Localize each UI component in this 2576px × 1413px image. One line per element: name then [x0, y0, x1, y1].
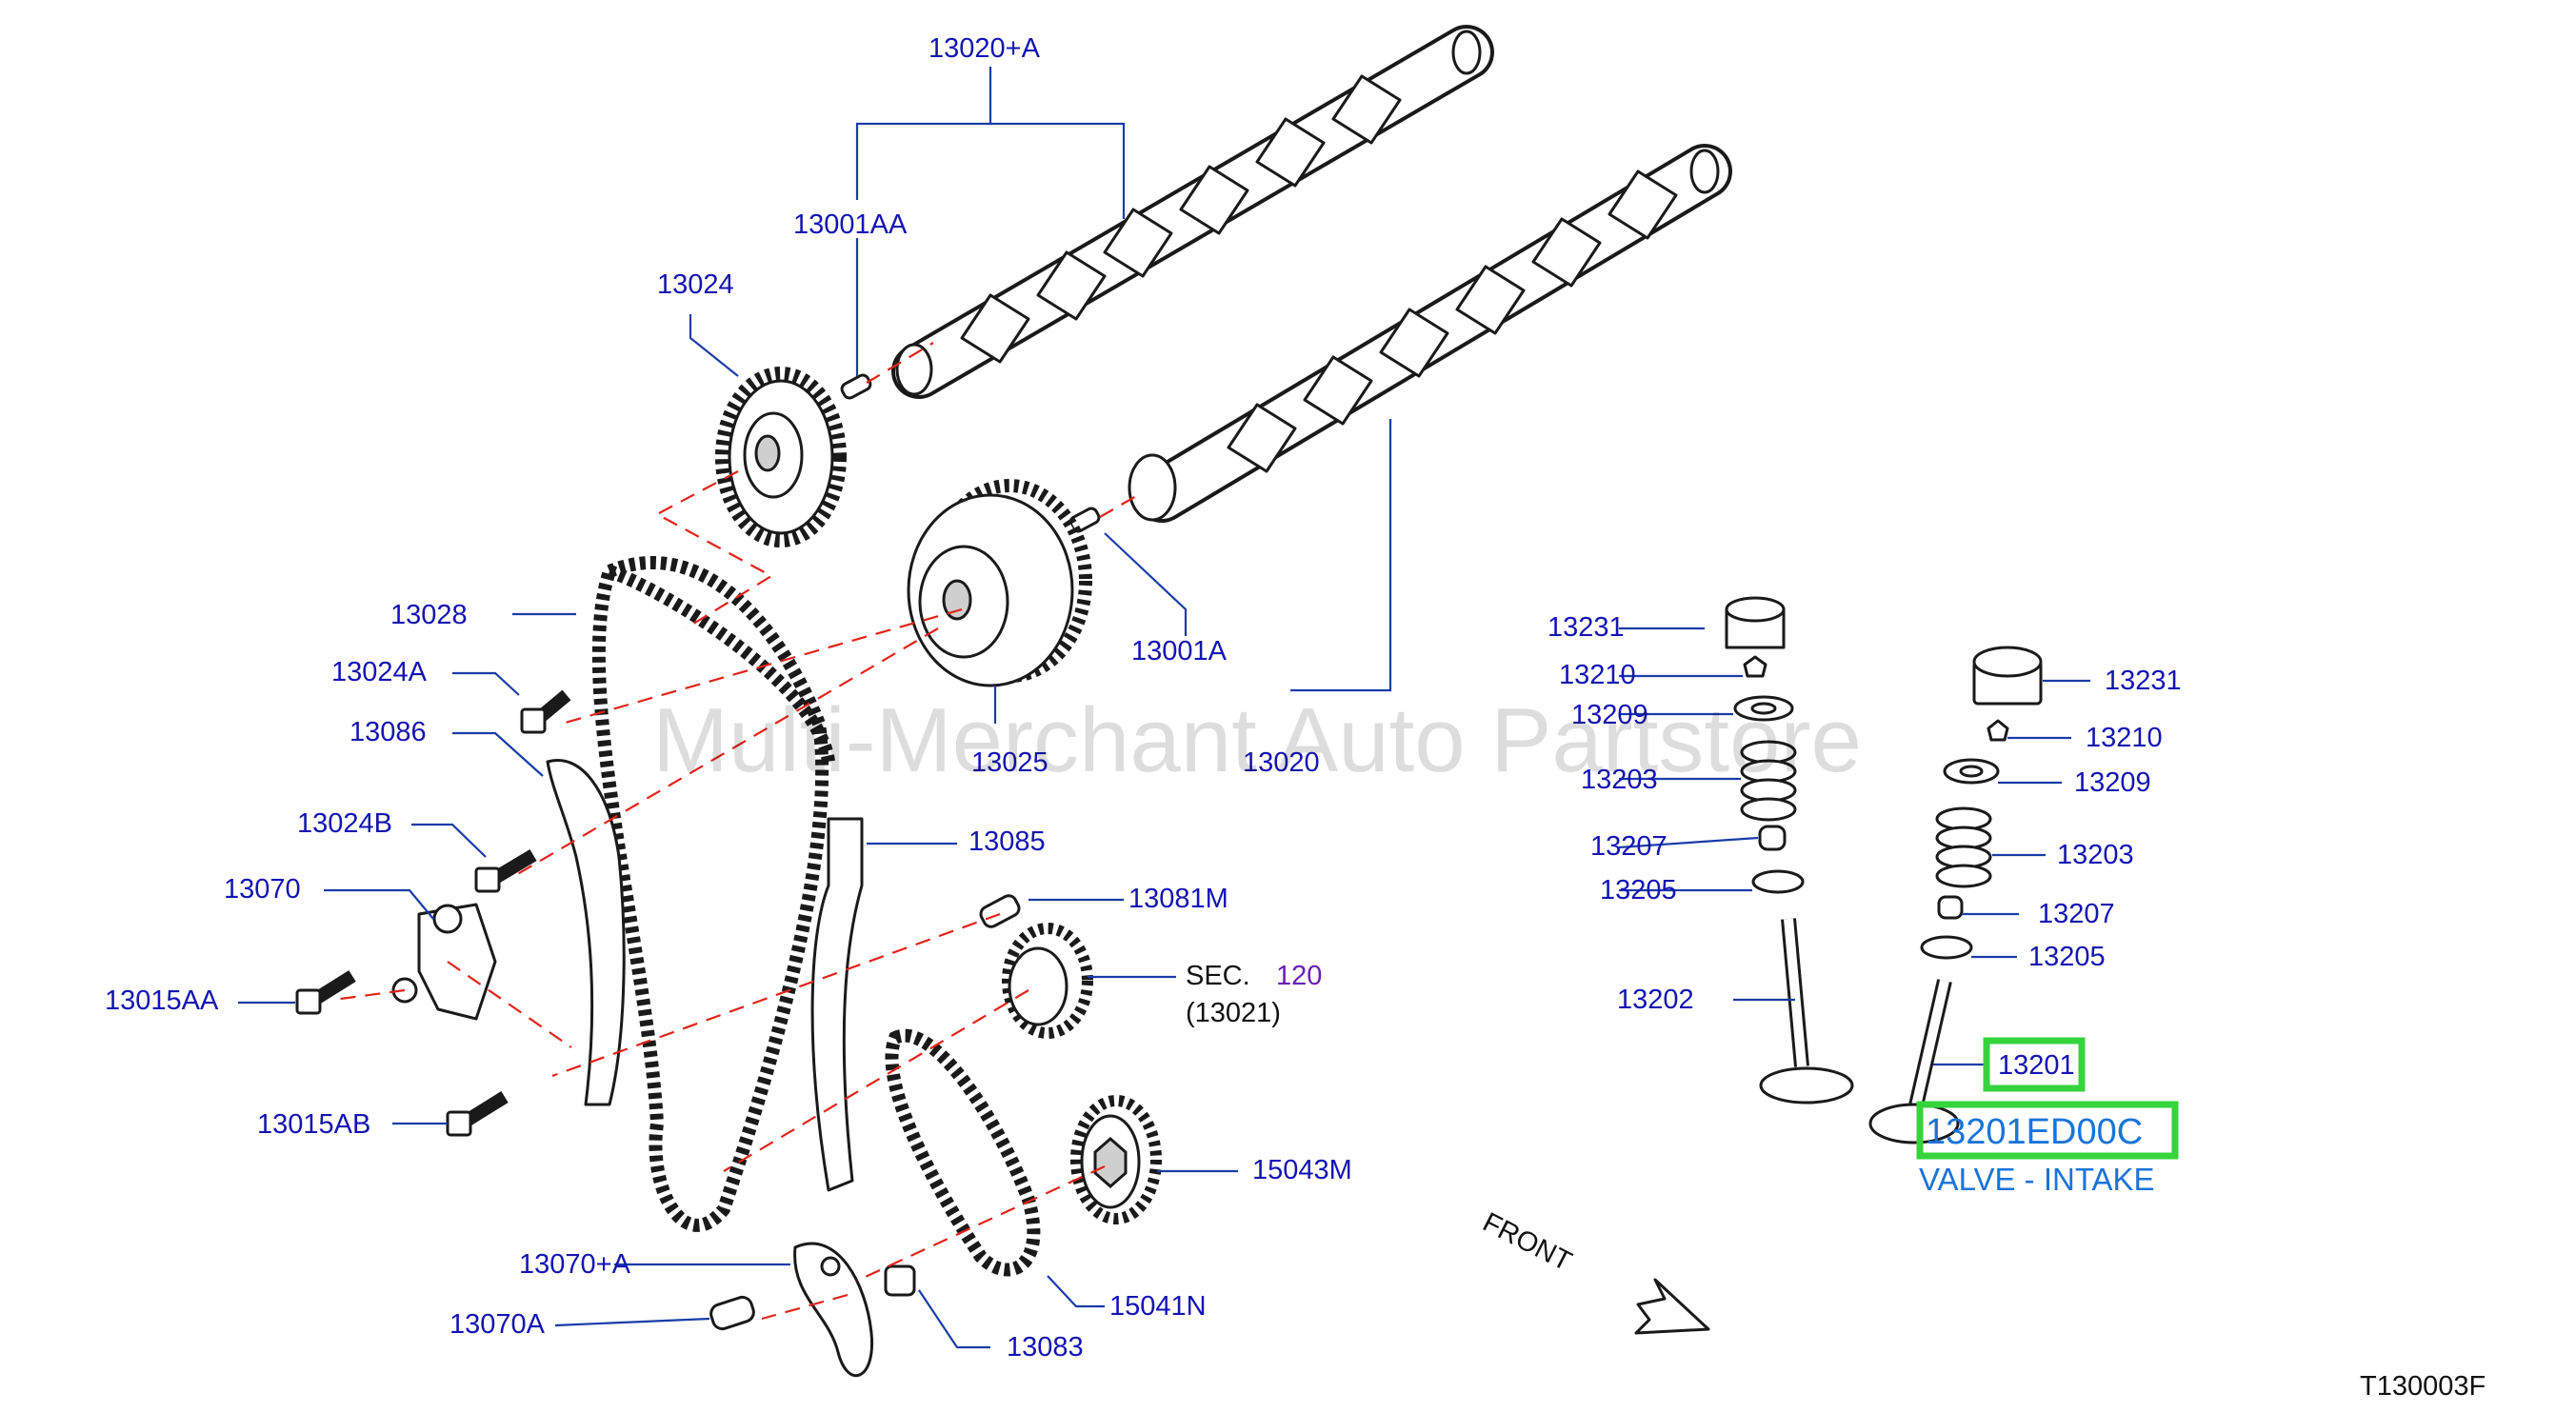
- label-13210-exhaust[interactable]: 13210: [1559, 660, 1636, 690]
- pin-13081m[interactable]: [978, 893, 1022, 929]
- highlight-13201[interactable]: 13201: [1983, 1037, 2086, 1092]
- label-13070A[interactable]: 13070A: [449, 1309, 546, 1340]
- watermark: Multi-Merchant Auto Partstore: [652, 689, 1862, 791]
- front-arrow-icon: [1634, 1278, 1710, 1335]
- label-13202[interactable]: 13202: [1617, 985, 1694, 1015]
- label-13203-exhaust[interactable]: 13203: [1581, 765, 1658, 795]
- label-13209-exhaust[interactable]: 13209: [1571, 700, 1648, 730]
- tensioner-arm-13070plusa[interactable]: [793, 1242, 874, 1378]
- label-13203-intake[interactable]: 13203: [2057, 840, 2134, 870]
- bolt-13083[interactable]: [884, 1264, 916, 1297]
- highlight-description: VALVE - INTAKE: [1919, 1162, 2155, 1197]
- oil-pump-sprocket-15043m[interactable]: [1070, 1095, 1162, 1224]
- label-13205-intake[interactable]: 13205: [2028, 942, 2106, 972]
- chain-guide-13086[interactable]: [546, 759, 626, 1106]
- label-13205-exhaust[interactable]: 13205: [1600, 875, 1677, 906]
- label-13015AA[interactable]: 13015AA: [105, 985, 219, 1016]
- label-13028[interactable]: 13028: [390, 600, 468, 630]
- label-13024[interactable]: 13024: [657, 269, 734, 300]
- label-13024B[interactable]: 13024B: [297, 808, 392, 839]
- bolt-13024b[interactable]: [474, 848, 537, 893]
- label-15043M[interactable]: 15043M: [1252, 1155, 1352, 1185]
- timing-chain-13028[interactable]: [591, 555, 835, 1232]
- highlight-13201ED00C[interactable]: 13201ED00C VALVE - INTAKE: [1916, 1101, 2179, 1197]
- label-15041N[interactable]: 15041N: [1109, 1291, 1207, 1322]
- label-13209-intake[interactable]: 13209: [2074, 767, 2151, 798]
- label-13081M[interactable]: 13081M: [1128, 884, 1228, 914]
- label-13070[interactable]: 13070: [224, 874, 301, 905]
- sec-number[interactable]: 120: [1276, 961, 1322, 991]
- label-13025[interactable]: 13025: [971, 747, 1048, 778]
- valve-stack-exhaust[interactable]: [1725, 596, 1854, 1105]
- dowel-pin-13001a[interactable]: [1068, 507, 1101, 533]
- dowel-pin-13001aa[interactable]: [840, 373, 872, 400]
- label-13210-intake[interactable]: 13210: [2086, 723, 2163, 753]
- leader-lines: [238, 67, 2090, 1349]
- label-13083[interactable]: 13083: [1007, 1332, 1084, 1363]
- sec-prefix: SEC.: [1186, 961, 1250, 991]
- label-13086[interactable]: 13086: [349, 717, 427, 747]
- label-13207-exhaust[interactable]: 13207: [1590, 831, 1667, 862]
- drawing-code: T130003F: [2360, 1371, 2486, 1402]
- label-13207-intake[interactable]: 13207: [2038, 899, 2115, 929]
- label-13020A[interactable]: 13020+A: [929, 33, 1041, 64]
- bolt-13015ab[interactable]: [446, 1091, 509, 1137]
- label-13024A[interactable]: 13024A: [331, 657, 428, 687]
- label-13001A[interactable]: 13001A: [1131, 636, 1228, 667]
- label-13231-exhaust[interactable]: 13231: [1548, 612, 1625, 643]
- camshaft-lower[interactable]: [1128, 144, 1732, 523]
- label-13020[interactable]: 13020: [1243, 747, 1320, 778]
- label-13015AB[interactable]: 13015AB: [257, 1109, 370, 1140]
- highlight-part-number[interactable]: 13201ED00C: [1926, 1112, 2143, 1152]
- chain-guide-13085[interactable]: [810, 817, 864, 1192]
- label-13231-intake[interactable]: 13231: [2105, 666, 2182, 696]
- bolt-13015aa[interactable]: [295, 970, 356, 1015]
- sec-sub: (13021): [1186, 998, 1281, 1028]
- oil-pump-chain-15041n[interactable]: [885, 1028, 1041, 1277]
- label-13201[interactable]: 13201: [1998, 1050, 2075, 1081]
- chain-tensioner-13070[interactable]: [391, 903, 497, 1021]
- vtc-sprocket-13025[interactable]: [907, 479, 1092, 687]
- label-13070plusA[interactable]: 13070+A: [519, 1249, 631, 1280]
- alignment-lines: [332, 342, 1144, 1321]
- pin-13070a[interactable]: [709, 1295, 756, 1331]
- front-label: FRONT: [1478, 1207, 1577, 1278]
- valve-stack-intake[interactable]: [1868, 646, 2043, 1144]
- camshaft-sprocket-13024[interactable]: [715, 367, 847, 547]
- camshaft-upper[interactable]: [891, 25, 1494, 399]
- crank-sprocket-13021[interactable]: [1002, 923, 1093, 1039]
- bolt-13024a[interactable]: [520, 689, 571, 734]
- label-13085[interactable]: 13085: [968, 826, 1046, 857]
- label-13001AA[interactable]: 13001AA: [793, 209, 908, 240]
- part-labels: 13020+A 13001AA 13024 13028 13024A 13086…: [105, 33, 2182, 1363]
